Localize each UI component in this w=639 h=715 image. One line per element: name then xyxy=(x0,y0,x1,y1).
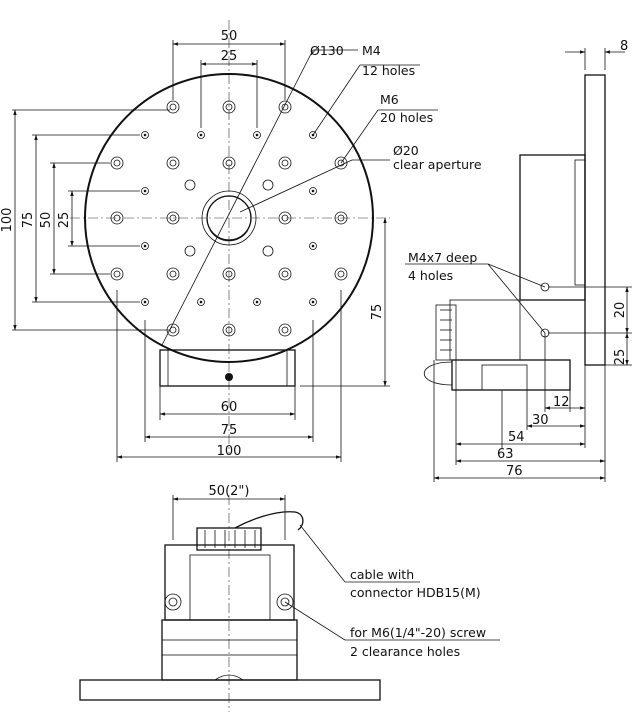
top-view: 50 25 100 75 50 25 75 xyxy=(0,20,482,462)
front-view: 50(2") cable with connector HDB15(M) for… xyxy=(79,484,500,712)
dim-bottom-75: 75 xyxy=(221,423,238,438)
dim-side-30: 30 xyxy=(532,413,549,428)
callout-aperture: clear aperture xyxy=(393,157,482,172)
top-dimensions xyxy=(172,40,286,128)
callout-thread: M4x7 deep xyxy=(408,250,477,265)
dim-side-54: 54 xyxy=(508,430,525,445)
side-mount-plate xyxy=(584,74,606,366)
callout-screw: for M6(1/4"-20) screw xyxy=(350,625,486,640)
dim-left-50: 50 xyxy=(39,212,54,229)
dim-side-12: 12 xyxy=(553,395,570,410)
dim-side-20: 20 xyxy=(613,302,628,319)
callout-dia130: Ø130 xyxy=(310,43,344,58)
side-cable xyxy=(423,361,453,386)
m6-hole-grid xyxy=(110,100,348,337)
dim-left-100: 100 xyxy=(0,208,15,233)
callout-m6-count: 20 holes xyxy=(380,110,433,125)
m4-hole-grid xyxy=(141,131,317,306)
callout-clearance: 2 clearance holes xyxy=(350,644,460,659)
front-scale-ring xyxy=(196,527,262,551)
side-knob-housing xyxy=(449,299,521,361)
callout-dia20: Ø20 xyxy=(393,143,419,158)
callout-m4: M4 xyxy=(362,43,381,58)
bottom-dimensions xyxy=(116,290,342,462)
aperture-outer-ring xyxy=(201,190,257,246)
side-base xyxy=(451,359,571,391)
side-scale-drum xyxy=(435,304,457,361)
dim-bottom-60: 60 xyxy=(221,400,238,415)
dim-side-76: 76 xyxy=(506,464,523,479)
front-clearance-hole-right xyxy=(276,593,294,611)
front-clearance-hole-left xyxy=(164,593,182,611)
dim-bottom-100: 100 xyxy=(217,444,242,459)
dim-left-25: 25 xyxy=(57,212,72,229)
dim-side-63: 63 xyxy=(497,447,514,462)
dim-side-25: 25 xyxy=(613,349,628,366)
dim-right-75: 75 xyxy=(370,304,385,321)
front-cable-icon xyxy=(234,511,304,531)
dim-top-25: 25 xyxy=(221,49,238,64)
front-base-plate xyxy=(79,679,381,701)
front-housing xyxy=(164,544,295,621)
callout-m6: M6 xyxy=(380,92,399,107)
dim-side-8: 8 xyxy=(620,39,628,54)
dim-front-50-2in: 50(2") xyxy=(209,484,250,499)
rotary-disc-outline xyxy=(84,73,374,363)
top-callout-leaders xyxy=(161,49,438,346)
callout-m4-count: 12 holes xyxy=(362,63,415,78)
dim-top-50: 50 xyxy=(221,29,238,44)
callout-connector: connector HDB15(M) xyxy=(350,585,481,600)
callout-thread-count: 4 holes xyxy=(408,268,453,283)
dim-left-75: 75 xyxy=(21,212,36,229)
clear-aperture-hole xyxy=(206,195,252,241)
left-dimensions xyxy=(12,109,170,331)
side-view: 8 20 25 12 30 54 63 76 M4x7 deep 4 holes xyxy=(405,39,632,482)
front-base-block xyxy=(161,619,298,681)
base-plate-outline xyxy=(159,349,296,387)
callout-cable: cable with xyxy=(350,567,414,582)
base-screw-icon xyxy=(225,373,233,381)
